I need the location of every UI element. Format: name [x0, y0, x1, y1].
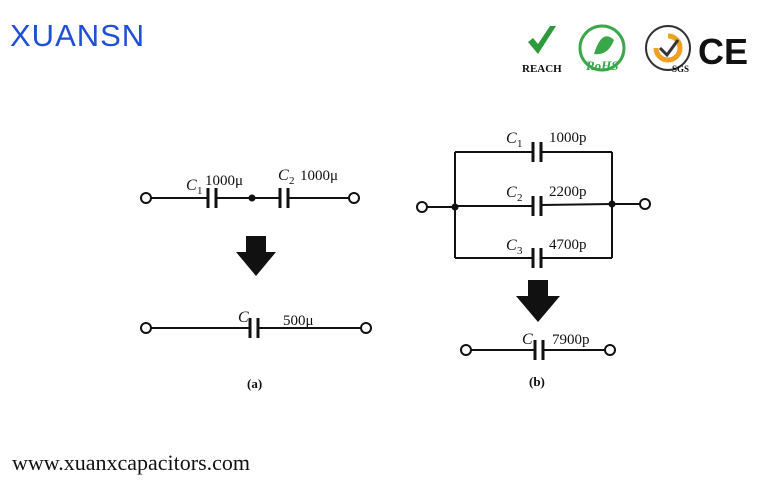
terminal-right: [348, 192, 360, 204]
rohs-label: RoHS: [585, 58, 619, 73]
diagram-a: C 1 1000μ C 2 1000μ C 500μ (a): [140, 167, 372, 391]
terminal-left-b: [416, 201, 428, 213]
terminal-right-beq: [604, 344, 616, 356]
brand-logo: XUANSN: [10, 18, 146, 53]
website-url: www.xuanxcapacitors.com: [12, 450, 251, 475]
c1a-value: 1000μ: [205, 173, 243, 189]
c3b-index: 3: [517, 245, 523, 257]
c2a-letter: C: [278, 167, 289, 184]
c2a-index: 2: [289, 175, 295, 187]
ceq-b-letter: C: [522, 331, 533, 348]
c2b-letter: C: [506, 184, 517, 201]
terminal-right-eq: [360, 322, 372, 334]
c3b-value: 4700p: [549, 237, 587, 253]
caption-b: (b): [529, 374, 545, 389]
c1a-letter: C: [186, 177, 197, 194]
c3b-letter: C: [506, 237, 517, 254]
rohs-badge: RoHS: [578, 24, 626, 73]
sgs-ring-icon: [645, 25, 691, 71]
arrow-down-icon: [516, 280, 560, 322]
c2b-index: 2: [517, 192, 523, 204]
c1a-index: 1: [197, 185, 203, 197]
caption-a: (a): [247, 376, 262, 391]
c2a-value: 1000μ: [300, 168, 338, 184]
terminal-left-beq: [460, 344, 472, 356]
c1b-letter: C: [506, 130, 517, 147]
c1b-value: 1000p: [549, 130, 587, 146]
c1b-index: 1: [517, 138, 523, 150]
ceq-a-value: 500μ: [283, 313, 314, 329]
reach-badge: REACH: [522, 26, 562, 75]
ce-mark: CE: [698, 31, 748, 72]
terminal-left: [140, 192, 152, 204]
sgs-badge: SGS: [645, 25, 691, 74]
ce-badge: CE: [698, 31, 748, 72]
junction-dot: [248, 194, 256, 202]
arrow-down-icon: [236, 236, 276, 276]
ceq-a-letter: C: [238, 309, 249, 326]
certification-badges: REACH RoHS SGS CE: [522, 24, 748, 75]
c2b-value: 2200p: [549, 184, 587, 200]
leaf-icon: [594, 36, 614, 55]
rohs-ring-icon: [578, 24, 626, 72]
sgs-arc-icon: [653, 33, 683, 63]
ceq-b-value: 7900p: [552, 332, 590, 348]
diagram-b: C 1 1000p C 2 2200p C 3 4700p C 7900p (b…: [416, 130, 651, 389]
terminal-left-eq: [140, 322, 152, 334]
sgs-label: SGS: [672, 64, 689, 74]
terminal-right-b: [639, 198, 651, 210]
checkmark-icon: [528, 26, 556, 54]
reach-label: REACH: [522, 63, 562, 75]
